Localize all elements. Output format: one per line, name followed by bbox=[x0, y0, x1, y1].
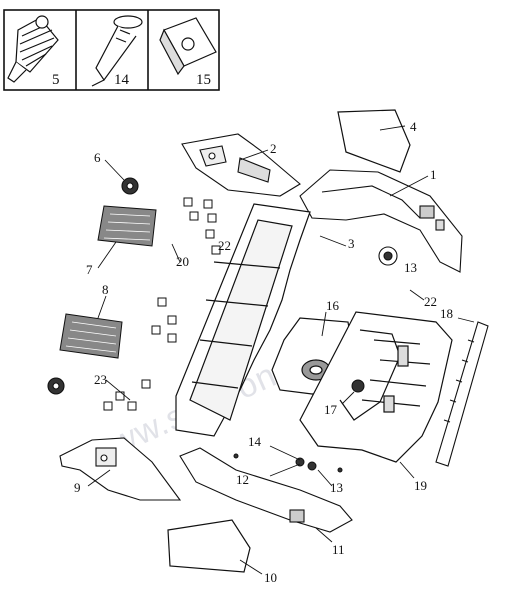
callout-11: 11 bbox=[332, 542, 345, 557]
callout-20: 20 bbox=[176, 254, 189, 269]
part-9-bracket bbox=[59, 437, 182, 501]
callout-7: 7 bbox=[86, 262, 93, 277]
push-clip-icon bbox=[7, 15, 59, 83]
part-8-mesh-pad bbox=[59, 313, 123, 359]
callout-14: 14 bbox=[248, 434, 262, 449]
trunk-frame bbox=[175, 203, 311, 437]
small-clips bbox=[103, 197, 221, 411]
callout-2: 2 bbox=[270, 141, 277, 156]
inset-panel bbox=[3, 9, 220, 91]
callout-3: 3 bbox=[348, 236, 355, 251]
callout-19: 19 bbox=[414, 478, 427, 493]
rivet-pin-icon bbox=[91, 15, 143, 87]
callout-4: 4 bbox=[410, 119, 417, 134]
part-1-side-panel bbox=[299, 169, 463, 273]
part-6-grommet bbox=[121, 177, 139, 195]
grommet-lower bbox=[47, 377, 65, 395]
fasteners-group bbox=[233, 453, 343, 473]
part-10-pad bbox=[167, 519, 251, 573]
callout-12: 12 bbox=[236, 472, 249, 487]
part-7-mesh-pad bbox=[97, 205, 157, 247]
callout-8: 8 bbox=[102, 282, 109, 297]
square-nut-icon bbox=[159, 17, 217, 76]
part-2-bracket bbox=[181, 133, 301, 197]
callout-10: 10 bbox=[264, 570, 277, 585]
part-19-rear-floor bbox=[299, 311, 453, 463]
callout-17: 17 bbox=[324, 402, 338, 417]
callout-22-upper: 22 bbox=[218, 238, 231, 253]
inset-label-14: 14 bbox=[114, 72, 130, 88]
callout-13: 13 bbox=[404, 260, 417, 275]
callout-9: 9 bbox=[74, 480, 81, 495]
callout-16: 16 bbox=[326, 298, 340, 313]
part-4-pad bbox=[337, 109, 411, 173]
callout-6: 6 bbox=[94, 150, 101, 165]
callout-13-lower: 13 bbox=[330, 480, 343, 495]
callout-1: 1 bbox=[430, 167, 437, 182]
callout-18: 18 bbox=[440, 306, 453, 321]
part-17-star-nut bbox=[351, 379, 365, 393]
callout-23: 23 bbox=[94, 372, 107, 387]
inset-label-5: 5 bbox=[52, 72, 60, 88]
part-18-rail bbox=[435, 321, 489, 467]
callout-22-right: 22 bbox=[424, 294, 437, 309]
part-13-grommet bbox=[378, 246, 398, 266]
inset-label-15: 15 bbox=[196, 72, 211, 88]
part-11-bracket bbox=[179, 447, 353, 533]
